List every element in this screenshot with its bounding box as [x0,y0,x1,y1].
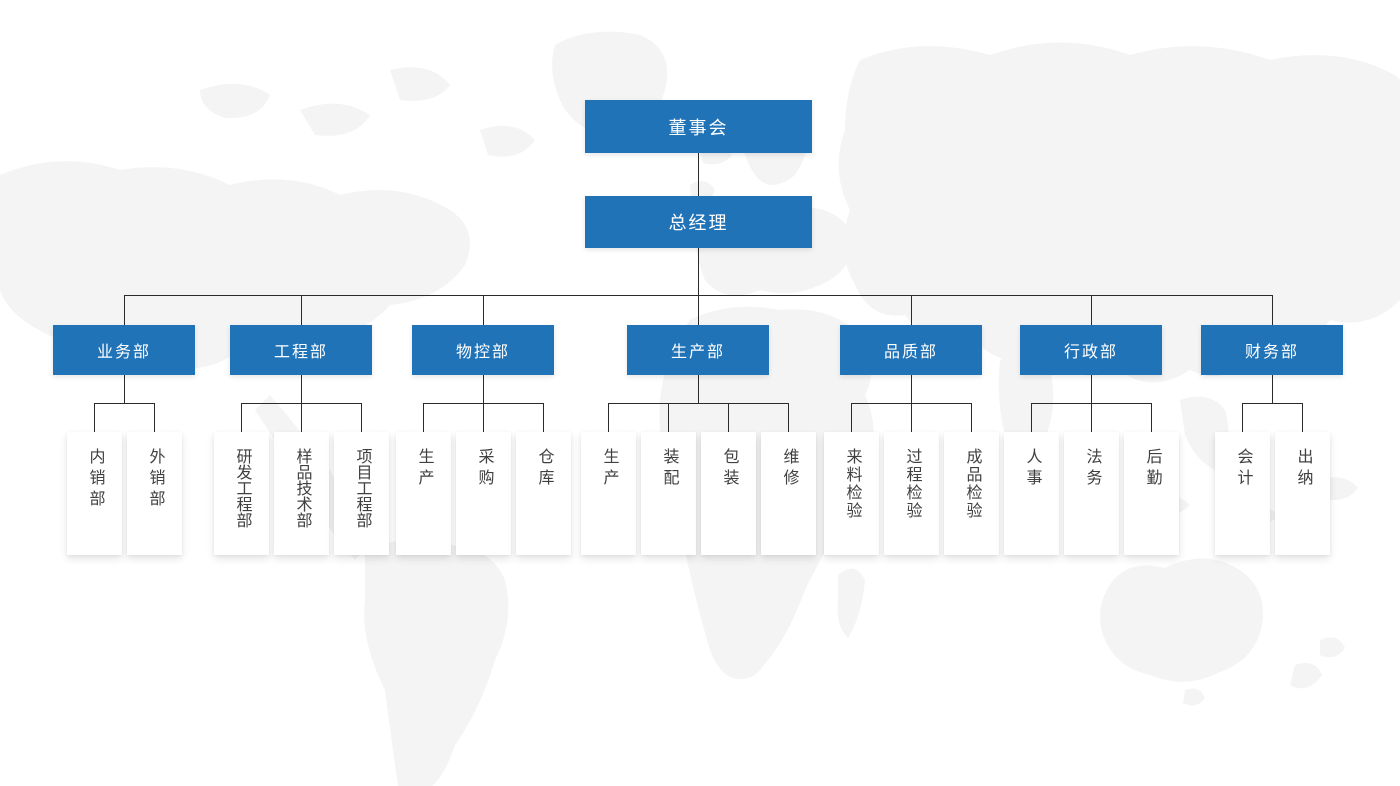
child-box: 生产 [396,432,451,555]
child-box: 包装 [701,432,756,555]
child-label: 成品检验 [963,448,981,520]
connector-line [483,375,484,403]
connector-line [543,403,544,432]
department-box: 行政部 [1020,325,1162,375]
child-box: 维修 [761,432,816,555]
connector-line [1151,403,1152,432]
connector-line [94,403,95,432]
connector-line [911,403,912,432]
child-label: 生产 [600,448,618,490]
connector-line [971,403,972,432]
child-box: 研发工程部 [214,432,269,555]
child-box: 人事 [1004,432,1059,555]
child-box: 成品检验 [944,432,999,555]
connector-line [668,403,669,432]
child-box: 来料检验 [824,432,879,555]
department-box: 工程部 [230,325,372,375]
child-box: 外销部 [127,432,182,555]
connector-line [124,375,125,403]
child-label: 仓库 [535,448,553,490]
child-box: 生产 [581,432,636,555]
connector-line [911,295,912,325]
connector-line [1242,403,1243,432]
board-box: 董事会 [585,100,812,153]
child-label: 维修 [780,448,798,490]
child-box: 项目工程部 [334,432,389,555]
connector-line [301,375,302,403]
connector-line [788,403,789,432]
connector-line [911,375,912,403]
connector-line [423,403,424,432]
child-label: 项目工程部 [353,448,371,528]
department-label: 业务部 [96,344,151,361]
department-label: 财务部 [1244,344,1299,361]
child-box: 法务 [1064,432,1119,555]
department-label: 品质部 [883,344,938,361]
child-label: 法务 [1083,448,1101,490]
child-box: 出纳 [1275,432,1330,555]
child-label: 研发工程部 [233,448,251,528]
child-label: 采购 [475,448,493,490]
child-label: 样品技术部 [293,448,311,528]
department-box: 物控部 [412,325,554,375]
child-label: 来料检验 [843,448,861,520]
connector-line [361,403,362,432]
child-box: 内销部 [67,432,122,555]
child-label: 人事 [1023,448,1041,490]
connector-line [698,248,699,295]
department-label: 生产部 [670,344,725,361]
department-box: 业务部 [53,325,195,375]
connector-line [301,403,302,432]
connector-line [1091,403,1092,432]
board-label: 董事会 [668,117,729,138]
connector-line [728,403,729,432]
child-box: 仓库 [516,432,571,555]
connector-line [1242,403,1303,404]
connector-line [851,403,852,432]
child-label: 包装 [720,448,738,490]
child-label: 过程检验 [903,448,921,520]
child-label: 内销部 [86,448,104,511]
general-manager-label: 总经理 [668,213,729,233]
connector-line [94,403,155,404]
connector-line [241,403,242,432]
department-label: 工程部 [273,344,328,361]
child-box: 装配 [641,432,696,555]
connector-line [698,295,699,325]
connector-line [483,403,484,432]
department-box: 财务部 [1201,325,1343,375]
child-label: 生产 [415,448,433,490]
child-label: 会计 [1234,448,1252,490]
connector-line [698,153,699,196]
connector-line [1091,295,1092,325]
child-label: 出纳 [1294,448,1312,490]
child-box: 样品技术部 [274,432,329,555]
department-box: 品质部 [840,325,982,375]
child-box: 会计 [1215,432,1270,555]
department-label: 物控部 [455,344,510,361]
connector-line [608,403,789,404]
child-label: 外销部 [146,448,164,511]
connector-line [154,403,155,432]
child-box: 过程检验 [884,432,939,555]
child-box: 后勤 [1124,432,1179,555]
connector-line [1272,295,1273,325]
connector-line [1302,403,1303,432]
child-label: 后勤 [1143,448,1161,490]
connector-line [1091,375,1092,403]
department-box: 生产部 [627,325,769,375]
connector-line [608,403,609,432]
child-box: 采购 [456,432,511,555]
connector-line [1272,375,1273,403]
connector-line [483,295,484,325]
child-label: 装配 [660,448,678,490]
connector-line [124,295,125,325]
connector-line [301,295,302,325]
connector-line [1031,403,1032,432]
department-label: 行政部 [1063,344,1118,361]
general-manager-box: 总经理 [585,196,812,248]
connector-line [698,375,699,403]
